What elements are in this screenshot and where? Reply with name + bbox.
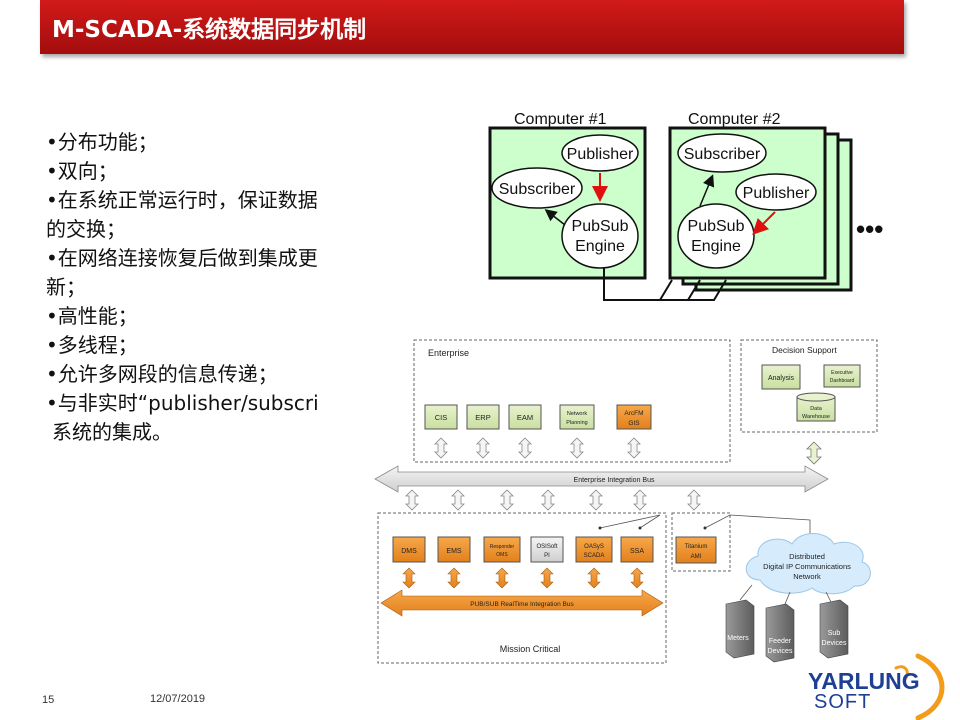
- ems-box: EMS: [437, 536, 471, 563]
- oasys-label: OASyS: [584, 544, 604, 550]
- meters-server: Meters: [725, 599, 755, 659]
- realtime-integration-bus: PUB/SUB RealTime Integration Bus: [380, 589, 664, 617]
- computer2-label: Computer #2: [688, 111, 781, 128]
- eam-label: EAM: [517, 413, 533, 422]
- ssa-label: SSA: [630, 548, 644, 555]
- ems-label: EMS: [446, 548, 462, 555]
- publisher-node: [735, 173, 817, 211]
- enterprise-label: Enterprise: [428, 348, 469, 358]
- arcfm-gis-box: ArcFM GIS: [616, 404, 652, 430]
- executive-dashboard-box: Executive Dashboard: [823, 364, 861, 388]
- rt-bus-label: PUB/SUB RealTime Integration Bus: [470, 601, 574, 608]
- subscriber-node: [677, 133, 767, 173]
- publisher-label: Publisher: [567, 146, 634, 163]
- executive-label: Executive: [831, 370, 853, 376]
- eam-box: EAM: [508, 404, 542, 430]
- sub-devices-label: Devices: [822, 640, 847, 647]
- bullet-item: •分布功能；: [46, 130, 158, 154]
- sub-devices-label: Sub: [828, 630, 841, 637]
- footer-date: 12/07/2019: [150, 693, 206, 705]
- responder-label: Responder: [490, 544, 515, 550]
- ssa-box: SSA: [620, 536, 654, 563]
- bullet-item: •双向；: [46, 159, 118, 183]
- analysis-label: Analysis: [768, 375, 795, 382]
- arcfm-label: GIS: [628, 420, 640, 427]
- subscriber-label: Subscriber: [499, 181, 576, 198]
- meters-label: Meters: [727, 635, 749, 642]
- arcfm-label: ArcFM: [624, 410, 643, 417]
- titanium-label: AMI: [691, 554, 702, 560]
- feeder-devices-server: Feeder Devices: [765, 603, 795, 663]
- network-planning-label: Network: [567, 411, 587, 417]
- erp-label: ERP: [475, 413, 490, 422]
- feeder-label: Devices: [768, 648, 793, 655]
- responder-oms-box: Responder OMS: [483, 536, 521, 563]
- oasys-scada-box: OASyS SCADA: [575, 536, 613, 563]
- enterprise-integration-bus: Enterprise Integration Bus: [374, 465, 829, 493]
- enterprise-bus-label: Enterprise Integration Bus: [574, 477, 655, 484]
- decision-support-group: [740, 339, 878, 433]
- computer1-label: Computer #1: [514, 111, 607, 128]
- publisher-node: [561, 134, 639, 172]
- ami-group: [671, 512, 731, 572]
- pubsub-label-line1: PubSub: [572, 218, 629, 235]
- pubsub-engine-node: [677, 203, 755, 269]
- ip-network-cloud: Distributed Digital IP Communications Ne…: [745, 533, 871, 595]
- pubsub-label-line2: Engine: [691, 238, 741, 255]
- osisoft-label: PI: [544, 553, 550, 559]
- cloud-label: Digital IP Communications: [763, 562, 851, 571]
- publisher-label: Publisher: [743, 185, 810, 202]
- data-warehouse-label: Warehouse: [802, 414, 830, 420]
- cis-box: CIS: [424, 404, 458, 430]
- logo-main-text: YARLUNG: [808, 668, 920, 694]
- mission-critical-group: [377, 512, 667, 664]
- bullet-item: •多线程；: [46, 333, 138, 357]
- bullet-list: •分布功能； •双向； •在系统正常运行时，保证数据的交换； •在网络连接恢复后…: [46, 128, 336, 447]
- enterprise-group: [413, 339, 731, 463]
- subscriber-label: Subscriber: [684, 146, 761, 163]
- yarlung-logo: YARLUNG SOFT: [800, 650, 950, 720]
- bullet-item: •高性能；: [46, 304, 138, 328]
- titanium-ami-box: Titanium AMI: [675, 536, 717, 564]
- oasys-label: SCADA: [584, 553, 605, 559]
- data-warehouse-cylinder: Data Warehouse: [796, 392, 836, 422]
- cis-label: CIS: [435, 413, 448, 422]
- logo-sub-text: SOFT: [814, 691, 872, 713]
- slide-title: M-SCADA-系统数据同步机制: [52, 17, 367, 43]
- sub-devices-server: Sub Devices: [819, 599, 849, 659]
- page-number: 15: [42, 694, 55, 706]
- bullet-item: •在系统正常运行时，保证数据的交换；: [46, 188, 318, 241]
- osisoft-label: OSISoft: [536, 544, 557, 550]
- analysis-box: Analysis: [761, 364, 801, 390]
- osisoft-pi-box: OSISoft PI: [530, 536, 564, 563]
- bullet-item: •允许多网段的信息传递；: [46, 362, 278, 386]
- bullet-item: •与非实时“publisher/subscri: [46, 391, 319, 415]
- pubsub-label-line2: Engine: [575, 238, 625, 255]
- responder-label: OMS: [496, 552, 508, 558]
- dms-box: DMS: [392, 536, 426, 563]
- more-computers-dots: •••: [856, 214, 883, 244]
- bullet-item: 系统的集成。: [52, 420, 172, 444]
- decision-support-label: Decision Support: [772, 345, 837, 355]
- bullet-item: •在网络连接恢复后做到集成更新；: [46, 246, 318, 299]
- cloud-label: Distributed: [789, 552, 825, 561]
- erp-box: ERP: [466, 404, 500, 430]
- network-planning-label: Planning: [566, 420, 587, 426]
- pubsub-diagram: Computer #1 Publisher Subscriber PubSub …: [488, 111, 883, 301]
- architecture-diagram: Enterprise CIS ERP EAM Network Planning …: [374, 339, 878, 664]
- executive-label: Dashboard: [830, 378, 855, 384]
- logo-swoosh-icon: [894, 653, 945, 720]
- subscriber-node: [491, 167, 583, 209]
- cloud-label: Network: [793, 572, 821, 581]
- pubsub-engine-node: [561, 203, 639, 269]
- data-warehouse-label: Data: [810, 406, 823, 412]
- titanium-label: Titanium: [685, 544, 708, 550]
- title-bar: M-SCADA-系统数据同步机制: [40, 0, 904, 54]
- mission-critical-label: Mission Critical: [500, 644, 561, 654]
- dms-label: DMS: [401, 548, 417, 555]
- feeder-label: Feeder: [769, 638, 792, 645]
- network-planning-box: Network Planning: [559, 404, 595, 430]
- pubsub-label-line1: PubSub: [688, 218, 745, 235]
